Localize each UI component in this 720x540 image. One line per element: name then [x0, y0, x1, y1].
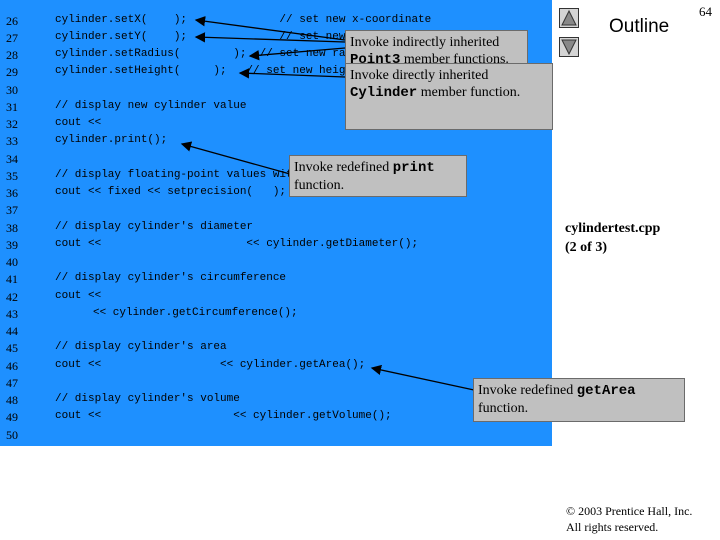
callout-text: Invoke indirectly inherited	[350, 35, 500, 50]
line-number: 30	[6, 83, 18, 97]
code-line: cout << << cylinder.getArea();	[55, 359, 366, 371]
line-number: 48	[6, 393, 18, 407]
arrow-line	[194, 16, 346, 41]
callout-code: Cylinder	[350, 85, 418, 101]
line-number: 46	[6, 359, 18, 373]
code-line: cylinder.setX( ); // set new x-coordinat…	[55, 14, 432, 26]
callout-text: member function.	[417, 85, 521, 100]
code-line: cout << << cylinder.getDiameter();	[55, 238, 419, 250]
line-number: 35	[6, 169, 18, 183]
line-number: 37	[6, 203, 18, 217]
line-number: 38	[6, 221, 18, 235]
previous-slide-button[interactable]	[559, 8, 579, 28]
callout-redefined-getarea: Invoke redefined getArea function.	[473, 378, 685, 422]
copyright: © 2003 Prentice Hall, Inc. All rights re…	[566, 503, 692, 535]
page-number: 64	[699, 4, 712, 19]
next-slide-button[interactable]	[559, 37, 579, 57]
line-number: 41	[6, 272, 18, 286]
line-number: 39	[6, 238, 18, 252]
line-number: 40	[6, 255, 18, 269]
callout-text: Invoke directly inherited	[350, 68, 489, 83]
arrow-line	[194, 32, 346, 43]
code-line: // display new cylinder value	[55, 100, 247, 112]
callout-redefined-print: Invoke redefined print function.	[289, 155, 467, 197]
code-line: cylinder.print();	[55, 134, 168, 146]
arrow-line	[370, 364, 475, 391]
line-number: 44	[6, 324, 18, 338]
code-line: cout <<	[55, 290, 102, 302]
line-number: 33	[6, 134, 18, 148]
code-line: cout <<	[55, 117, 102, 129]
line-number: 49	[6, 410, 18, 424]
arrow-line	[180, 141, 291, 175]
line-number: 34	[6, 152, 18, 166]
triangle-up-icon	[561, 9, 577, 26]
line-number: 47	[6, 376, 18, 390]
line-number: 27	[6, 31, 18, 45]
code-line: // display cylinder's circumference	[55, 272, 287, 284]
outline-label: Outline	[609, 16, 670, 37]
line-number: 28	[6, 48, 18, 62]
arrow-line	[238, 68, 346, 79]
file-label: cylindertest.cpp (2 of 3)	[565, 219, 660, 257]
code-line: // display cylinder's area	[55, 341, 227, 353]
code-line: // display cylinder's volume	[55, 393, 240, 405]
file-name: cylindertest.cpp	[565, 221, 661, 236]
copyright-line: All rights reserved.	[566, 520, 659, 534]
callout-code: print	[392, 160, 435, 176]
line-number: 43	[6, 307, 18, 321]
code-line: // display cylinder's diameter	[55, 221, 254, 233]
callout-code: getArea	[576, 383, 636, 399]
triangle-down-icon	[561, 39, 577, 56]
line-number: 31	[6, 100, 18, 114]
code-line: cout << fixed << setprecision( );	[55, 186, 287, 198]
copyright-line: © 2003 Prentice Hall, Inc.	[566, 504, 693, 518]
line-number: 29	[6, 65, 18, 79]
callout-text: function.	[478, 401, 529, 416]
line-number: 36	[6, 186, 18, 200]
callout-directly-inherited: Invoke directly inherited Cylinder membe…	[345, 63, 553, 130]
file-part: (2 of 3)	[565, 240, 607, 255]
line-number: 45	[6, 341, 18, 355]
callout-text: Invoke redefined	[478, 383, 577, 398]
line-number: 50	[6, 428, 18, 442]
callout-text: Invoke redefined	[294, 160, 393, 175]
line-number: 32	[6, 117, 18, 131]
arrow-line	[248, 47, 346, 61]
line-number: 42	[6, 290, 18, 304]
callout-text: function.	[294, 178, 345, 193]
code-line: cout << << cylinder.getVolume();	[55, 410, 392, 422]
code-line: << cylinder.getCircumference();	[60, 307, 298, 319]
line-number: 26	[6, 14, 18, 28]
